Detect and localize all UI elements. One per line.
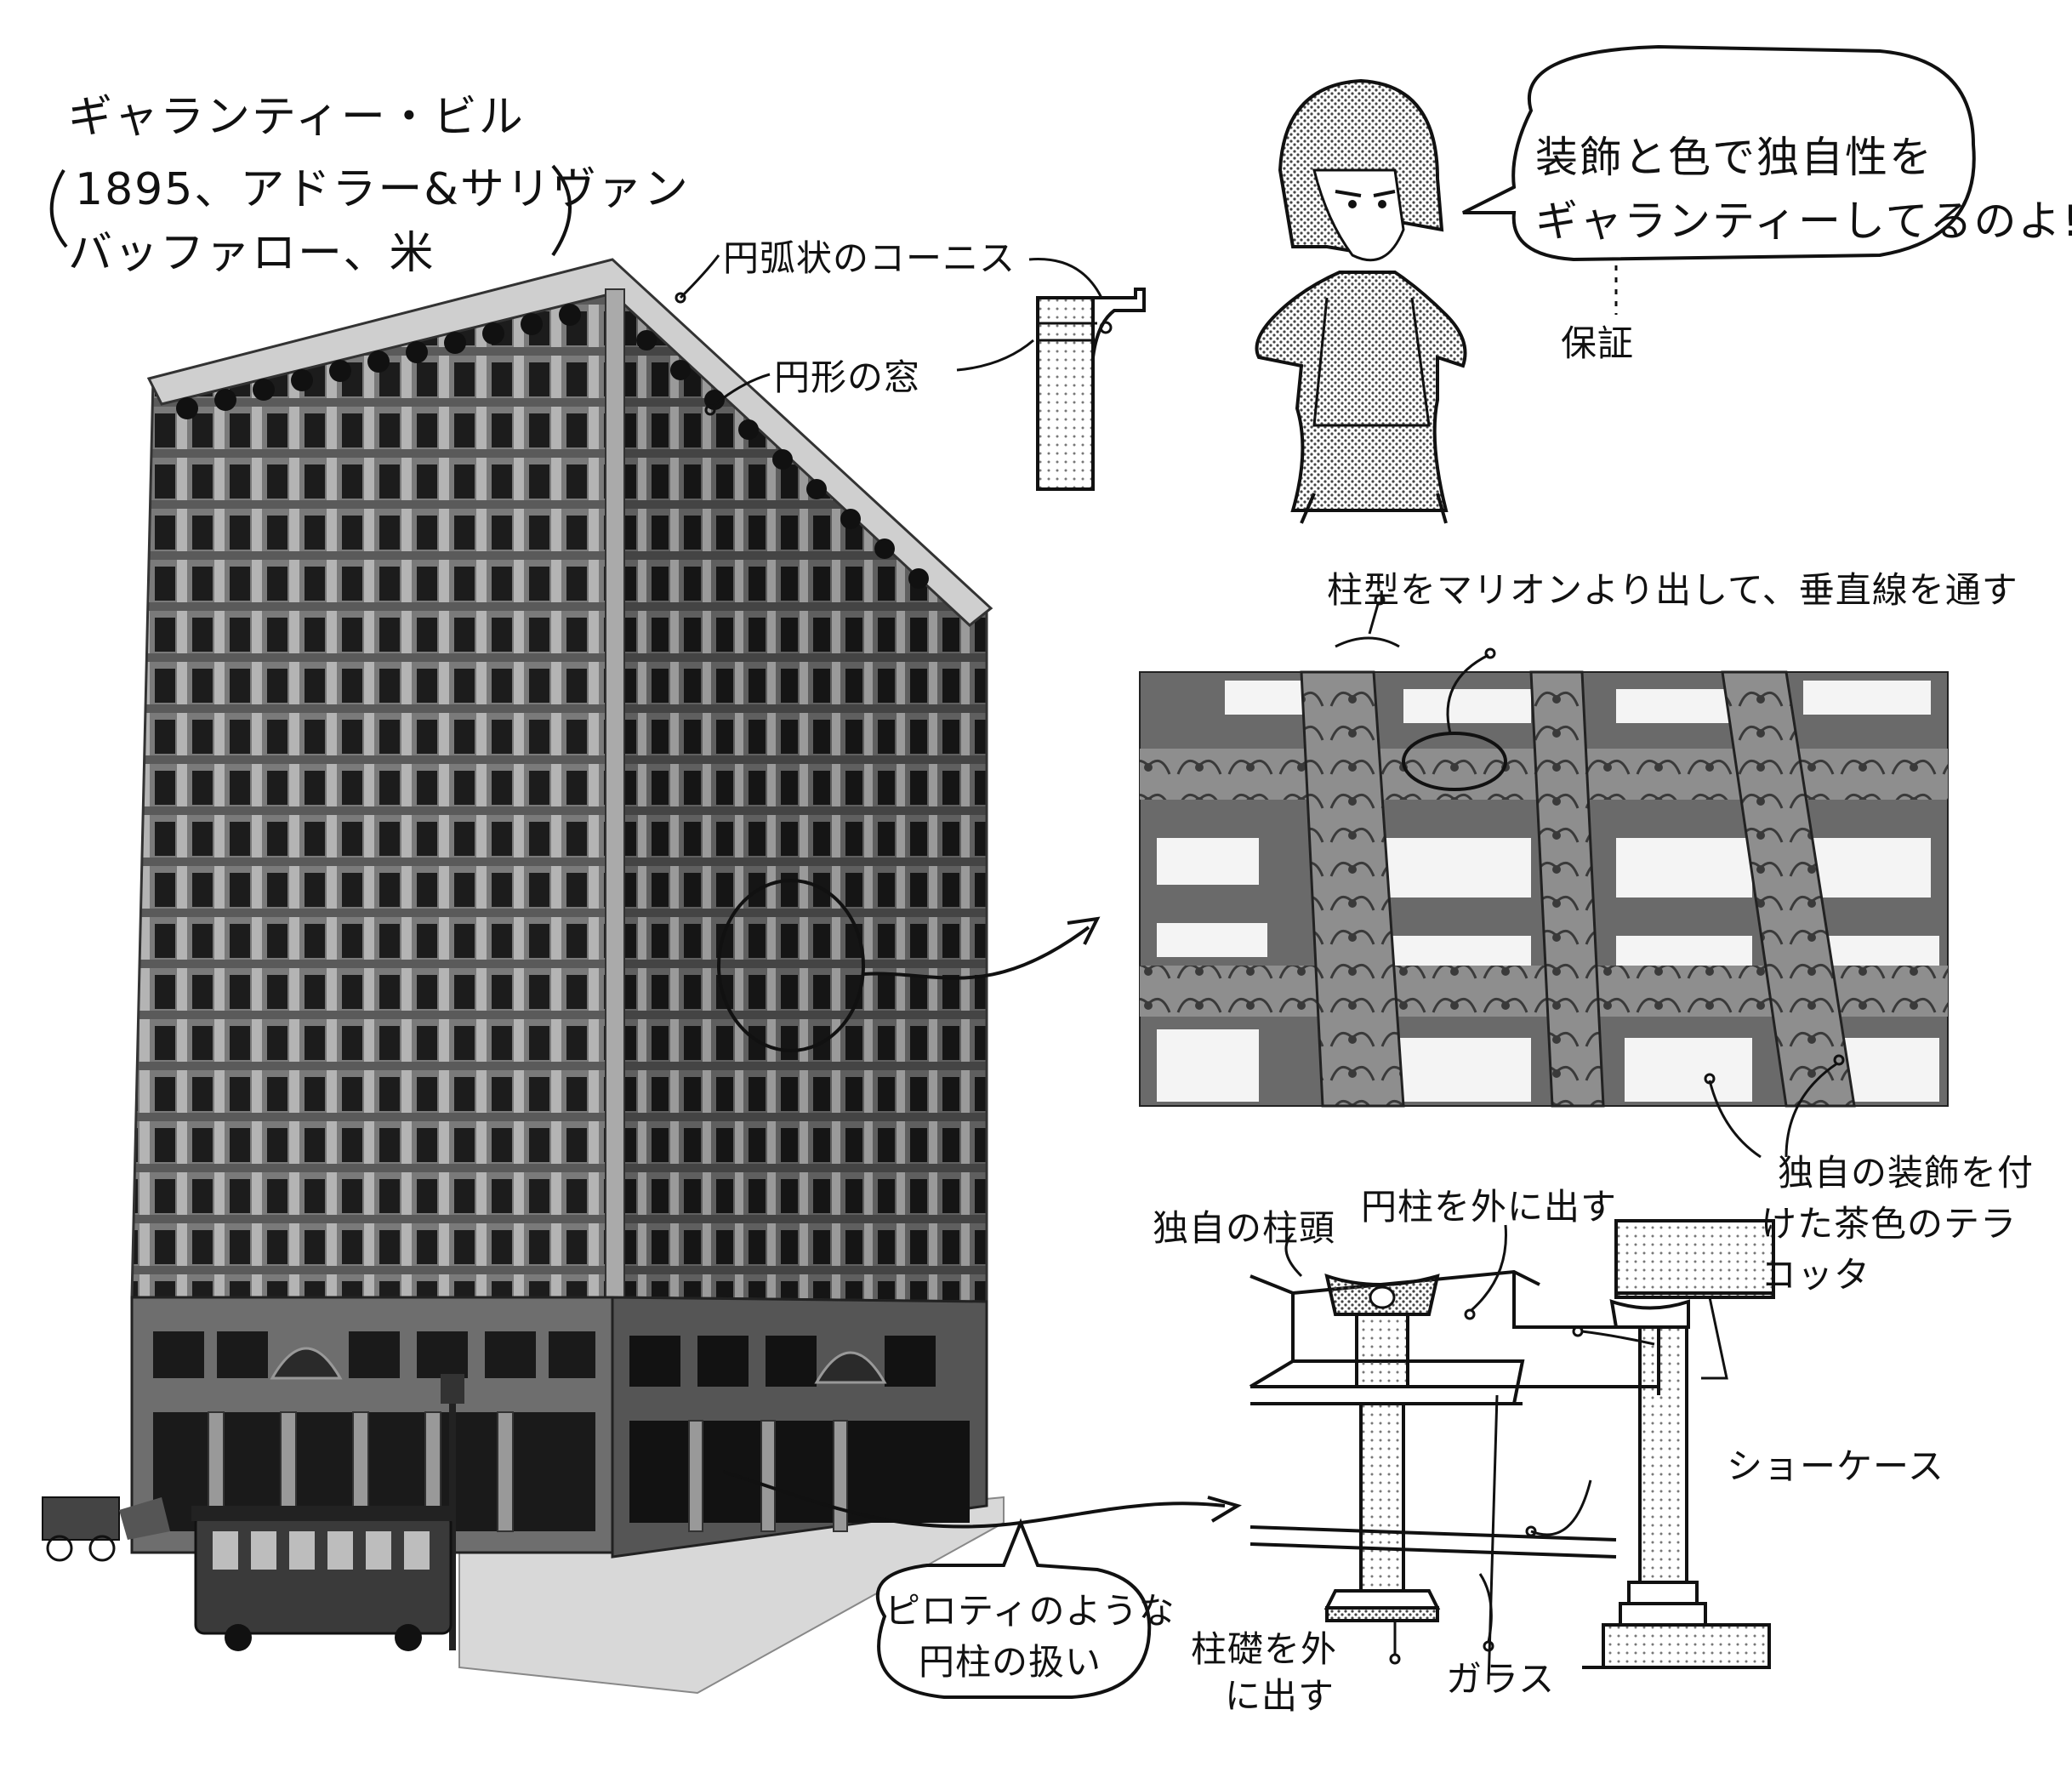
label-pillar-mullion: 柱型をマリオンより出して、垂直線を通す bbox=[1327, 569, 2018, 611]
column-detail-drawing bbox=[1249, 1219, 1775, 1685]
label-terracotta-3: コッタ bbox=[1761, 1254, 1871, 1296]
terracotta-detail-photo bbox=[1139, 670, 1949, 1108]
speech-line-1: 装飾と色で独自性を bbox=[1535, 133, 1933, 182]
label-base-out-1: 柱礎を外 bbox=[1191, 1628, 1338, 1670]
label-showcase: ショーケース bbox=[1727, 1445, 1944, 1487]
speech-note: 保証 bbox=[1561, 322, 1635, 364]
label-column-out: 円柱を外に出す bbox=[1361, 1186, 1618, 1228]
piloti-arrow bbox=[722, 1470, 1226, 1529]
label-base-out-2: に出す bbox=[1225, 1675, 1335, 1717]
label-round-window: 円形の窓 bbox=[774, 356, 921, 398]
streetcar bbox=[191, 1506, 455, 1651]
label-cornice: 円弧状のコーニス bbox=[723, 237, 1016, 279]
title-building-name: ギャランティー・ビル bbox=[68, 92, 525, 143]
title-year-architects: 1895、アドラー&サリヴァン bbox=[75, 164, 690, 215]
piloti-bubble bbox=[875, 1518, 1152, 1699]
guaranty-building-photo bbox=[42, 258, 1005, 1695]
speech-line-2: ギャランティーしてるのよ! bbox=[1535, 197, 2072, 246]
cornice-section-sketch bbox=[1036, 288, 1146, 491]
detail-highlight-circle bbox=[717, 879, 865, 1052]
label-terracotta-2: けた茶色のテラ bbox=[1761, 1203, 2018, 1245]
label-glass: ガラス bbox=[1446, 1658, 1556, 1700]
label-terracotta-1: 独自の装飾を付 bbox=[1778, 1152, 2035, 1194]
detail-arrow bbox=[862, 926, 1090, 980]
title-location: バッファロー、米 bbox=[68, 228, 435, 279]
piloti-line-1: ピロティのような bbox=[885, 1590, 1175, 1632]
label-capital: 独自の柱頭 bbox=[1153, 1207, 1336, 1249]
character-illustration bbox=[1255, 78, 1467, 524]
horse-carriage bbox=[42, 1496, 170, 1562]
speech-bubble bbox=[1462, 44, 1976, 262]
piloti-line-2: 円柱の扱い bbox=[919, 1641, 1102, 1683]
